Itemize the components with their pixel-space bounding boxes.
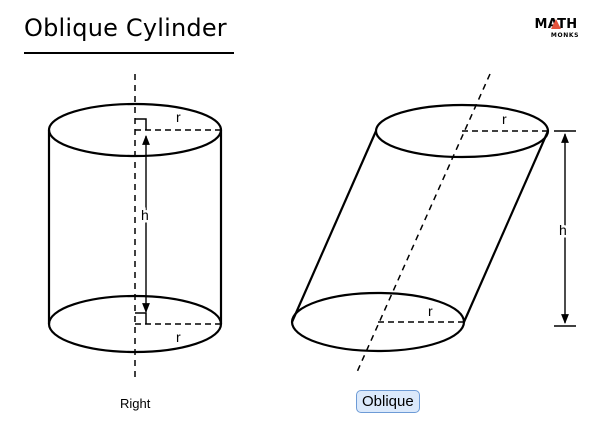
oblique-right-side [462, 130, 550, 323]
oblique-axis-line [356, 73, 491, 373]
logo-sub-text: MONKS [550, 32, 579, 39]
oblique-cylinder [290, 73, 576, 373]
title-underline [24, 52, 234, 54]
right-top-right-angle [135, 118, 147, 130]
logo-triangle-icon [551, 19, 561, 29]
right-top-radius-label: r [176, 109, 181, 125]
oblique-bottom-radius-label: r [428, 303, 433, 319]
math-monks-logo: MATH MONKS [533, 18, 579, 40]
right-bottom-right-angle [135, 312, 147, 324]
oblique-top-radius-label: r [502, 111, 507, 127]
right-height-label: h [141, 207, 149, 223]
right-bottom-radius-label: r [176, 329, 181, 345]
oblique-height-label: h [559, 222, 567, 238]
oblique-caption: Oblique [356, 390, 420, 413]
page-title: Oblique Cylinder [24, 14, 227, 42]
right-caption: Right [120, 396, 151, 411]
oblique-left-side [290, 130, 378, 323]
right-cylinder [47, 74, 223, 380]
